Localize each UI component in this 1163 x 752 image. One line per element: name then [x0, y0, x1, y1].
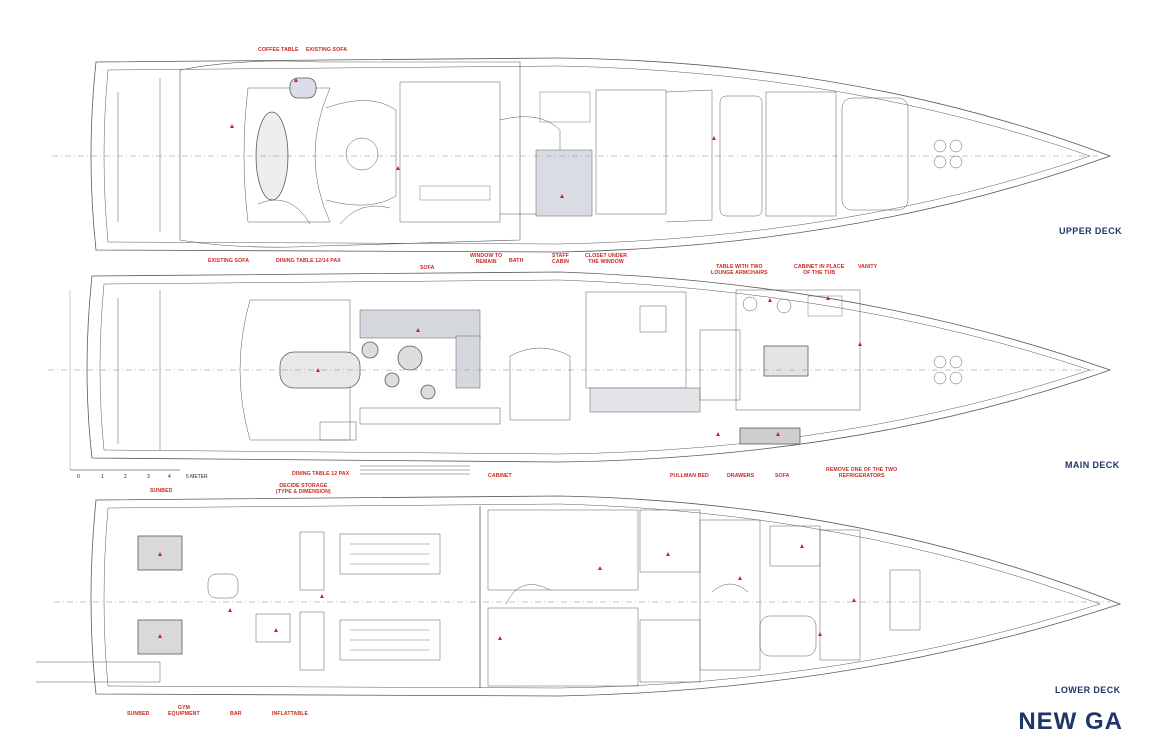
- label-existing-sofa-top: EXISTING SOFA: [306, 47, 348, 53]
- label-dining-table-12: DINING TABLE 12 PAX: [292, 471, 350, 477]
- lower-deck-plan: [36, 495, 1122, 697]
- label-pullman-bed: PULLMAN BED: [670, 473, 709, 479]
- scale-tick-4: 4: [168, 474, 171, 480]
- label-cabinet-tub: CABINET IN PLACE OF THE TUB: [794, 264, 845, 276]
- label-sofa-main: SOFA: [775, 473, 790, 479]
- label-remove-fridge: REMOVE ONE OF THE TWO REFRIGERATORS: [826, 467, 898, 479]
- label-gym-equipment: GYM EQUIPMENT: [168, 705, 200, 717]
- main-deck-title: MAIN DECK: [1065, 460, 1120, 470]
- upper-deck-plan: [52, 57, 1112, 253]
- label-staff-cabin: STAFF CABIN: [552, 253, 569, 265]
- label-table-two-armchairs: TABLE WITH TWO LOUNGE ARMCHAIRS: [711, 264, 768, 276]
- label-sunbed-bottom: SUNBED: [127, 711, 150, 717]
- label-dining-table-14: DINING TABLE 12/14 PAX: [276, 258, 341, 264]
- scale-label: 5 METER: [186, 474, 208, 480]
- scale-tick-0: 0: [77, 474, 80, 480]
- scale-tick-3: 3: [147, 474, 150, 480]
- page-title: NEW GA: [1018, 708, 1123, 735]
- label-decide-storage: DECIDE STORAGE (TYPE & DIMENSION): [276, 483, 331, 495]
- label-inflattable: INFLATTABLE: [272, 711, 309, 717]
- label-coffee-table: COFFEE TABLE: [258, 47, 299, 53]
- lower-deck-title: LOWER DECK: [1055, 685, 1121, 695]
- label-cabinet: CABINET: [488, 473, 512, 479]
- label-sofa-upper: SOFA: [420, 265, 435, 271]
- scale-tick-1: 1: [101, 474, 104, 480]
- scale-tick-2: 2: [124, 474, 127, 480]
- label-closet: CLOSET UNDER THE WINDOW: [585, 253, 628, 265]
- main-deck-plan: [48, 271, 1112, 475]
- label-bar: BAR: [230, 711, 242, 717]
- label-sunbed-top: SUNBED: [150, 488, 173, 494]
- label-window-remain: WINDOW TO REMAIN: [470, 253, 503, 265]
- label-vanity: VANITY: [858, 264, 878, 270]
- label-bath: BATH: [509, 258, 524, 264]
- label-drawers: DRAWERS: [727, 473, 755, 479]
- upper-deck-title: UPPER DECK: [1059, 226, 1123, 236]
- label-existing-sofa: EXISTING SOFA: [208, 258, 250, 264]
